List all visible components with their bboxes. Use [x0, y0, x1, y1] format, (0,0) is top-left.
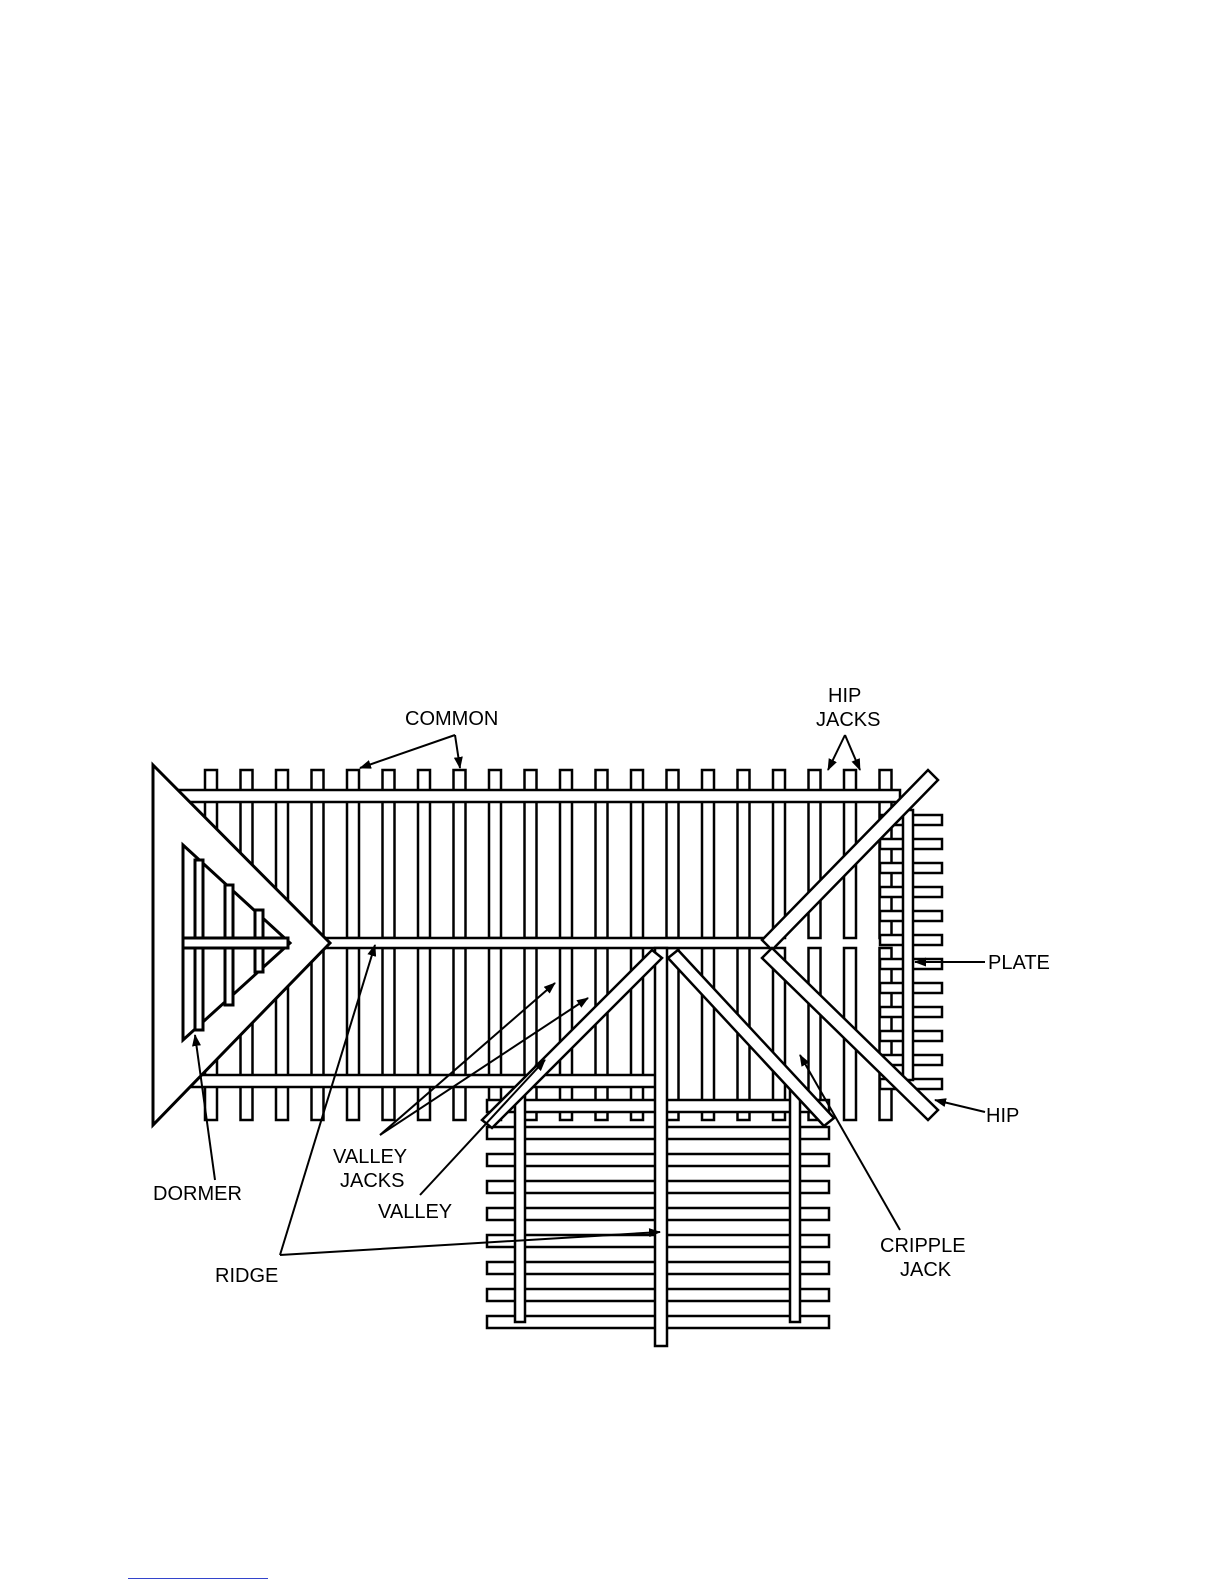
common-rafter-lower: [383, 948, 395, 1120]
label-hip: HIP: [986, 1105, 1019, 1127]
common-rafter-lower: [312, 948, 324, 1120]
common-rafter-lower: [667, 948, 679, 1120]
label-cripple-jack-line2: JACK: [900, 1259, 952, 1281]
label-ridge: RIDGE: [215, 1265, 278, 1287]
label-valley-jacks-line1: VALLEY: [333, 1146, 407, 1168]
footer-rule: [128, 1578, 268, 1579]
label-valley-jacks-line2: JACKS: [340, 1170, 404, 1192]
common-rafter-lower: [702, 948, 714, 1120]
common-rafter-lower: [347, 948, 359, 1120]
label-valley: VALLEY: [378, 1201, 452, 1223]
label-common: COMMON: [405, 708, 498, 730]
label-plate: PLATE: [988, 952, 1050, 974]
label-dormer: DORMER: [153, 1183, 242, 1205]
label-hip-jacks-line2: JACKS: [816, 709, 880, 731]
label-cripple-jack-line1: CRIPPLE: [880, 1235, 966, 1257]
label-hip-jacks-line1: HIP: [828, 685, 861, 707]
common-rafter-lower: [454, 948, 466, 1120]
common-rafter-lower: [596, 948, 608, 1120]
